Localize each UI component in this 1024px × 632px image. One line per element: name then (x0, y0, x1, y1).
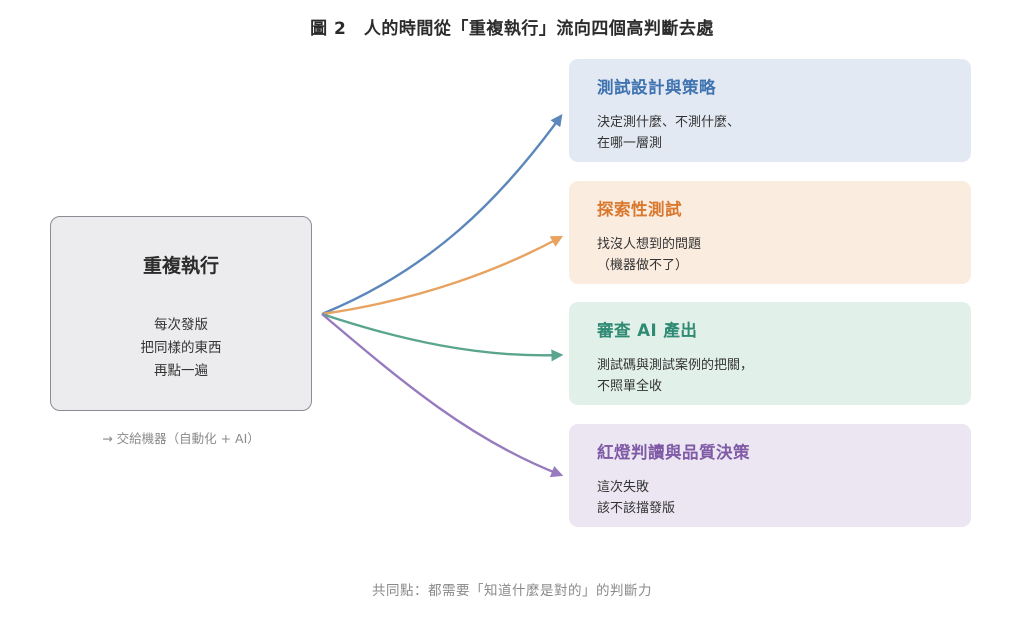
arrow-to-red-light (321, 313, 564, 478)
target-title: 探索性測試 (597, 200, 682, 219)
source-line: 把同樣的東西 (140, 340, 222, 356)
target-description: 找沒人想到的問題 （機器做不了） (597, 237, 702, 273)
target-description: 決定測什麼、不測什麼、 在哪一層測 (597, 115, 741, 151)
target-box-exploratory: 探索性測試 找沒人想到的問題 （機器做不了） (569, 181, 971, 284)
target-description: 這次失敗 該不該擋發版 (597, 480, 676, 516)
source-description: 每次發版 把同樣的東西 再點一遍 (51, 314, 311, 383)
target-title: 測試設計與策略 (597, 78, 716, 97)
target-box-test-design: 測試設計與策略 決定測什麼、不測什麼、 在哪一層測 (569, 59, 971, 162)
repetitive-execution-box: 重複執行 每次發版 把同樣的東西 再點一遍 (50, 216, 312, 411)
target-title: 紅燈判讀與品質決策 (597, 443, 750, 462)
source-title: 重複執行 (142, 255, 219, 277)
footer-note: 共同點：都需要「知道什麼是對的」的判斷力 (372, 583, 652, 599)
arrow-to-exploratory (321, 235, 564, 316)
arrow-to-ai-review (321, 312, 564, 362)
target-title: 審查 AI 產出 (597, 321, 698, 340)
target-box-red-light: 紅燈判讀與品質決策 這次失敗 該不該擋發版 (569, 424, 971, 527)
target-box-ai-review: 審查 AI 產出 測試碼與測試案例的把關， 不照單全收 (569, 302, 971, 405)
source-line: 每次發版 (154, 317, 208, 333)
diagram-title: 圖 2 人的時間從「重複執行」流向四個高判斷去處 (310, 19, 714, 39)
target-description: 測試碼與測試案例的把關， 不照單全收 (597, 358, 754, 394)
arrow-to-test-design (321, 114, 563, 316)
source-line: 再點一遍 (154, 363, 208, 379)
handoff-note: → 交給機器（自動化 + AI） (102, 431, 260, 446)
